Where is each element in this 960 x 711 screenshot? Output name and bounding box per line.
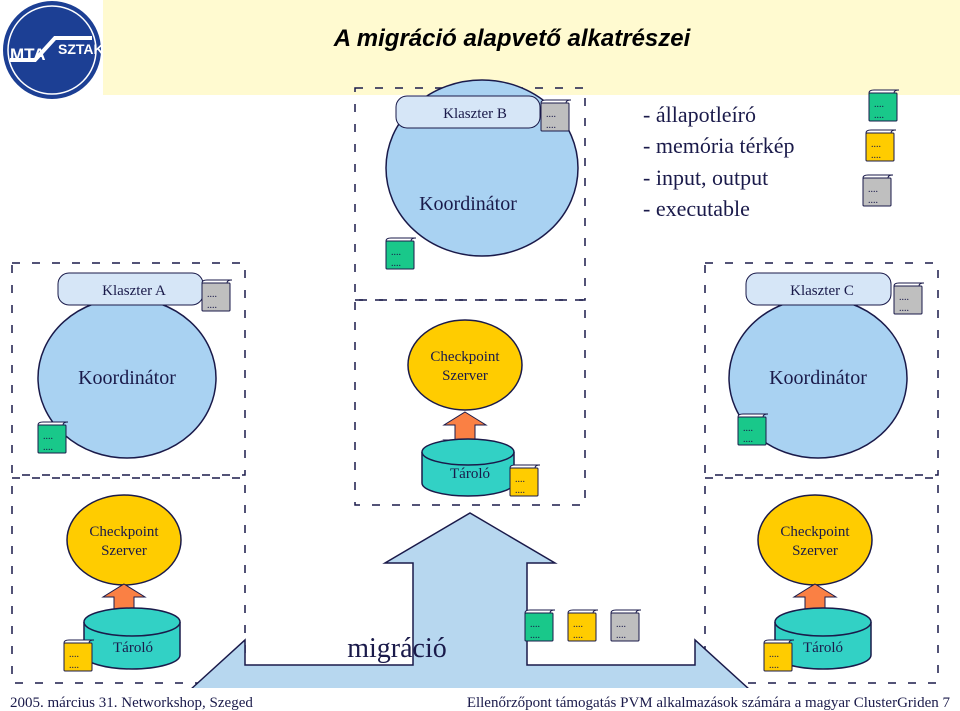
svg-text:....: ....: [546, 120, 556, 131]
scroll-icon: ........: [540, 99, 572, 132]
svg-text:....: ....: [43, 431, 53, 442]
migration-arrow-shape: [188, 512, 752, 711]
mta-sztaki-logo: MTA SZTAKI: [3, 1, 108, 99]
migration-label: migráció: [347, 633, 447, 664]
svg-text:....: ....: [868, 195, 878, 206]
svg-text:....: ....: [207, 289, 217, 300]
left-checkpoint-server-line2: Szerver: [101, 543, 147, 559]
footer: 2005. március 31. Networkshop, Szeged El…: [0, 688, 960, 711]
central-checkpoint-server-line1: Checkpoint: [430, 349, 500, 365]
cluster-b: Koordinátor Klaszter B: [385, 79, 579, 257]
right-storage-label: Tároló: [803, 640, 843, 656]
central-storage-label: Tároló: [450, 466, 490, 482]
cluster-b-lower-border: [354, 299, 586, 506]
svg-text:....: ....: [530, 630, 540, 641]
title-bar-background: [103, 0, 960, 95]
scroll-icon: ........: [63, 639, 95, 672]
logo-text-right: SZTAKI: [58, 41, 108, 57]
cluster-c-upper-border: [704, 262, 939, 476]
right-storage-top: [774, 607, 872, 637]
cluster-c-coordinator-label: Koordinátor: [769, 367, 867, 389]
scroll-icon: ........: [610, 609, 642, 642]
scroll-icon: ........: [385, 237, 417, 270]
svg-text:....: ....: [43, 442, 53, 453]
svg-text:....: ....: [874, 110, 884, 121]
cluster-a: Koordinátor Klaszter A: [37, 272, 217, 459]
svg-text:....: ....: [899, 303, 909, 314]
footer-background: [0, 688, 960, 711]
svg-text:....: ....: [743, 434, 753, 445]
scroll-icon: ........: [524, 609, 556, 642]
title-bar: A migráció alapvető alkatrészei: [103, 0, 960, 95]
left-checkpoint-server: Checkpoint Szerver Tároló: [66, 494, 182, 670]
scroll-icons: ........ ........ ........ ........ ....…: [37, 89, 925, 672]
svg-text:....: ....: [769, 649, 779, 660]
scroll-icon: ........: [201, 279, 233, 312]
svg-text:....: ....: [515, 485, 525, 496]
svg-text:....: ....: [207, 300, 217, 311]
cluster-a-upper-border: [11, 262, 246, 476]
right-checkpoint-server: Checkpoint Szerver Tároló: [757, 494, 873, 670]
svg-text:....: ....: [573, 619, 583, 630]
footer-right: Ellenőrzőpont támogatás PVM alkalmazások…: [467, 695, 951, 711]
right-checkpoint-server-line1: Checkpoint: [780, 524, 850, 540]
svg-text:....: ....: [871, 139, 881, 150]
left-storage-label: Tároló: [113, 640, 153, 656]
svg-text:....: ....: [573, 630, 583, 641]
cluster-b-label: Klaszter B: [443, 106, 507, 122]
svg-text:....: ....: [530, 619, 540, 630]
left-checkpoint-server-line1: Checkpoint: [89, 524, 159, 540]
cluster-b-coordinator-label: Koordinátor: [419, 193, 517, 215]
svg-text:....: ....: [391, 247, 401, 258]
scroll-icon: ........: [868, 89, 900, 122]
state-item-3: - executable: [643, 196, 750, 221]
svg-text:....: ....: [616, 619, 626, 630]
cluster-a-label: Klaszter A: [102, 283, 166, 299]
state-item-2: - input, output: [643, 165, 768, 190]
cluster-a-coordinator-label: Koordinátor: [78, 367, 176, 389]
logo-text-left: MTA: [10, 45, 46, 64]
svg-text:....: ....: [874, 99, 884, 110]
scroll-icon: ........: [862, 174, 894, 207]
state-item-0: - állapotleíró: [643, 102, 756, 127]
cluster-c-label: Klaszter C: [790, 283, 854, 299]
svg-text:....: ....: [391, 258, 401, 269]
scroll-icon: ........: [865, 129, 897, 162]
cluster-c: Koordinátor Klaszter C: [728, 272, 908, 459]
central-checkpoint-server-ellipse: [407, 319, 523, 411]
migration-arrow: migráció: [188, 512, 752, 711]
svg-text:....: ....: [515, 474, 525, 485]
svg-text:....: ....: [69, 660, 79, 671]
cluster-b-label-box: [395, 95, 541, 129]
cluster-borders: [11, 87, 939, 684]
scroll-icon: ........: [893, 282, 925, 315]
right-checkpoint-server-ellipse: [757, 494, 873, 586]
page-title: A migráció alapvető alkatrészei: [333, 25, 692, 52]
scroll-icon: ........: [737, 413, 769, 446]
svg-text:....: ....: [743, 423, 753, 434]
central-storage-top: [421, 438, 515, 466]
state-list: - állapotleíró - memória térkép - input,…: [643, 102, 795, 221]
scroll-icon: ........: [763, 639, 795, 672]
scroll-icon: ........: [509, 464, 541, 497]
scroll-icon: ........: [37, 421, 69, 454]
central-checkpoint-server-line2: Szerver: [442, 368, 488, 384]
cluster-c-label-box: [745, 272, 892, 306]
svg-text:....: ....: [899, 292, 909, 303]
svg-text:....: ....: [868, 184, 878, 195]
svg-text:....: ....: [546, 109, 556, 120]
central-checkpoint-server: Checkpoint Szerver Tároló: [407, 319, 523, 497]
svg-text:....: ....: [616, 630, 626, 641]
state-item-1: - memória térkép: [643, 133, 795, 158]
svg-text:....: ....: [769, 660, 779, 671]
footer-left: 2005. március 31. Networkshop, Szeged: [10, 695, 253, 711]
scroll-icon: ........: [567, 609, 599, 642]
left-checkpoint-server-ellipse: [66, 494, 182, 586]
svg-text:....: ....: [871, 150, 881, 161]
right-checkpoint-server-line2: Szerver: [792, 543, 838, 559]
left-storage-top: [83, 607, 181, 637]
svg-text:....: ....: [69, 649, 79, 660]
